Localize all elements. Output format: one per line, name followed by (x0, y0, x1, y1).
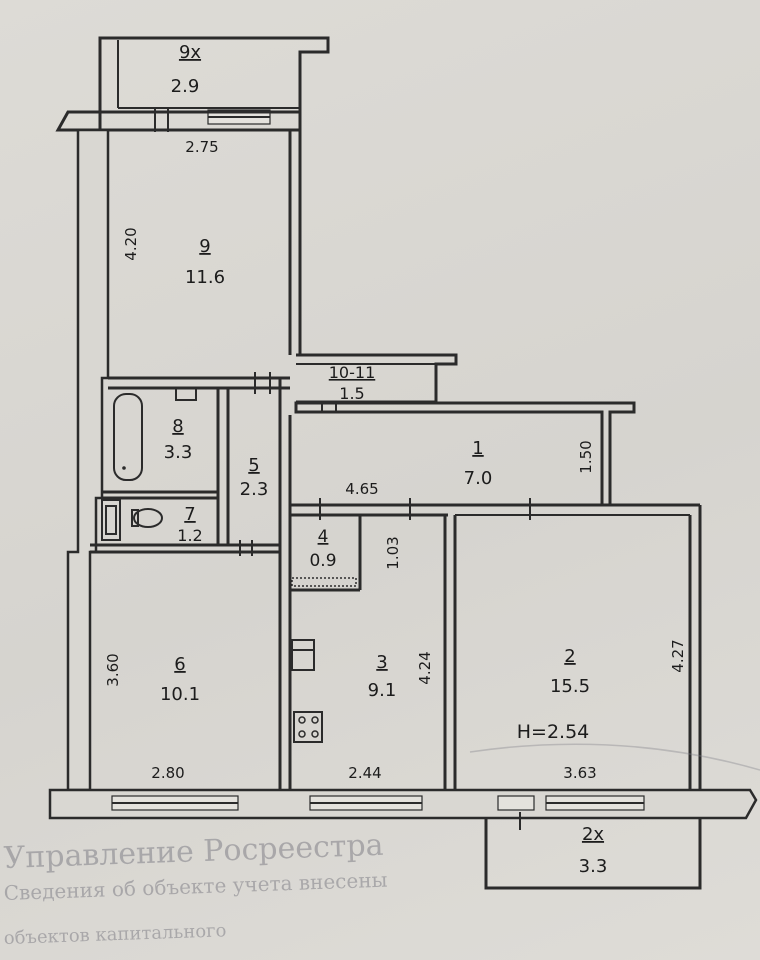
dimension-4-65: 4.65 (345, 480, 378, 498)
svg-text:10-11: 10-11 (329, 363, 376, 382)
balcony-2x-outline (484, 818, 702, 890)
room-label-9x: 9х 2.9 (171, 42, 202, 97)
storage-10-11-outline (296, 353, 458, 404)
svg-text:7.0: 7.0 (464, 468, 493, 489)
room-label-4: 4 0.9 (309, 527, 336, 571)
dimension-4-24: 4.24 (416, 651, 434, 684)
svg-text:8: 8 (172, 416, 183, 437)
stamp-line-3: объектов капитального (3, 920, 226, 949)
svg-text:6: 6 (174, 654, 185, 675)
toilet-tank (105, 505, 117, 535)
room-label-2: 2 15.5 (550, 646, 590, 697)
dimension-2-75: 2.75 (185, 138, 218, 156)
svg-text:5: 5 (248, 455, 259, 476)
balcony-9x-outline (98, 36, 330, 130)
svg-text:9х: 9х (179, 42, 201, 63)
corridor-1-top-wall (294, 401, 636, 507)
stamp-arc (469, 743, 760, 771)
dimension-4-20: 4.20 (122, 227, 140, 260)
room-label-7: 7 1.2 (177, 504, 202, 545)
toilet-bowl (133, 508, 163, 528)
dimension-2-44: 2.44 (348, 764, 381, 782)
top-wall (55, 110, 302, 132)
room-label-5: 5 2.3 (240, 455, 269, 500)
svg-text:10.1: 10.1 (160, 684, 200, 705)
room-label-10-11: 10-11 1.5 (329, 363, 376, 403)
svg-text:3: 3 (376, 652, 387, 673)
room-label-9: 9 11.6 (185, 236, 225, 288)
stove-burner-4 (311, 730, 319, 738)
dimension-3-60: 3.60 (104, 653, 122, 686)
svg-text:2.9: 2.9 (171, 76, 200, 97)
stove (293, 711, 323, 743)
dimension-1-50: 1.50 (577, 440, 595, 473)
room-label-3: 3 9.1 (368, 652, 397, 701)
svg-text:15.5: 15.5 (550, 676, 590, 697)
svg-text:4: 4 (318, 527, 329, 547)
room-label-8: 8 3.3 (164, 416, 193, 463)
balcony-door-room-2 (497, 795, 535, 811)
room-label-6: 6 10.1 (160, 654, 200, 705)
ceiling-height: H=2.54 (517, 721, 590, 743)
svg-text:1: 1 (472, 438, 483, 459)
stove-burner-3 (298, 730, 306, 738)
dimension-4-27: 4.27 (669, 639, 687, 672)
sink (175, 387, 197, 401)
stove-burner-1 (298, 716, 306, 724)
svg-text:9: 9 (199, 236, 210, 257)
stove-burner-2 (311, 716, 319, 724)
svg-text:3.3: 3.3 (579, 856, 608, 877)
bathtub (113, 393, 143, 481)
svg-text:9.1: 9.1 (368, 680, 397, 701)
svg-text:1.2: 1.2 (177, 526, 202, 545)
bathtub-drain (122, 466, 126, 470)
dimension-3-63: 3.63 (563, 764, 596, 782)
svg-text:1.5: 1.5 (339, 384, 364, 403)
left-outer-wall (66, 128, 110, 792)
room-label-1: 1 7.0 (464, 438, 493, 489)
svg-text:0.9: 0.9 (309, 551, 336, 571)
svg-text:2х: 2х (582, 824, 604, 845)
kitchen-sink (291, 639, 315, 671)
svg-text:2.3: 2.3 (240, 479, 269, 500)
toilet-cistern (101, 499, 121, 541)
pantry-4-shelf (291, 577, 357, 587)
room-label-2x: 2х 3.3 (579, 824, 608, 877)
toilet-seat (131, 509, 139, 527)
svg-text:3.3: 3.3 (164, 442, 193, 463)
svg-text:7: 7 (184, 504, 195, 525)
dimension-1-03: 1.03 (384, 536, 402, 569)
svg-text:2: 2 (564, 646, 575, 667)
dimension-2-80: 2.80 (151, 764, 184, 782)
svg-text:11.6: 11.6 (185, 267, 225, 288)
